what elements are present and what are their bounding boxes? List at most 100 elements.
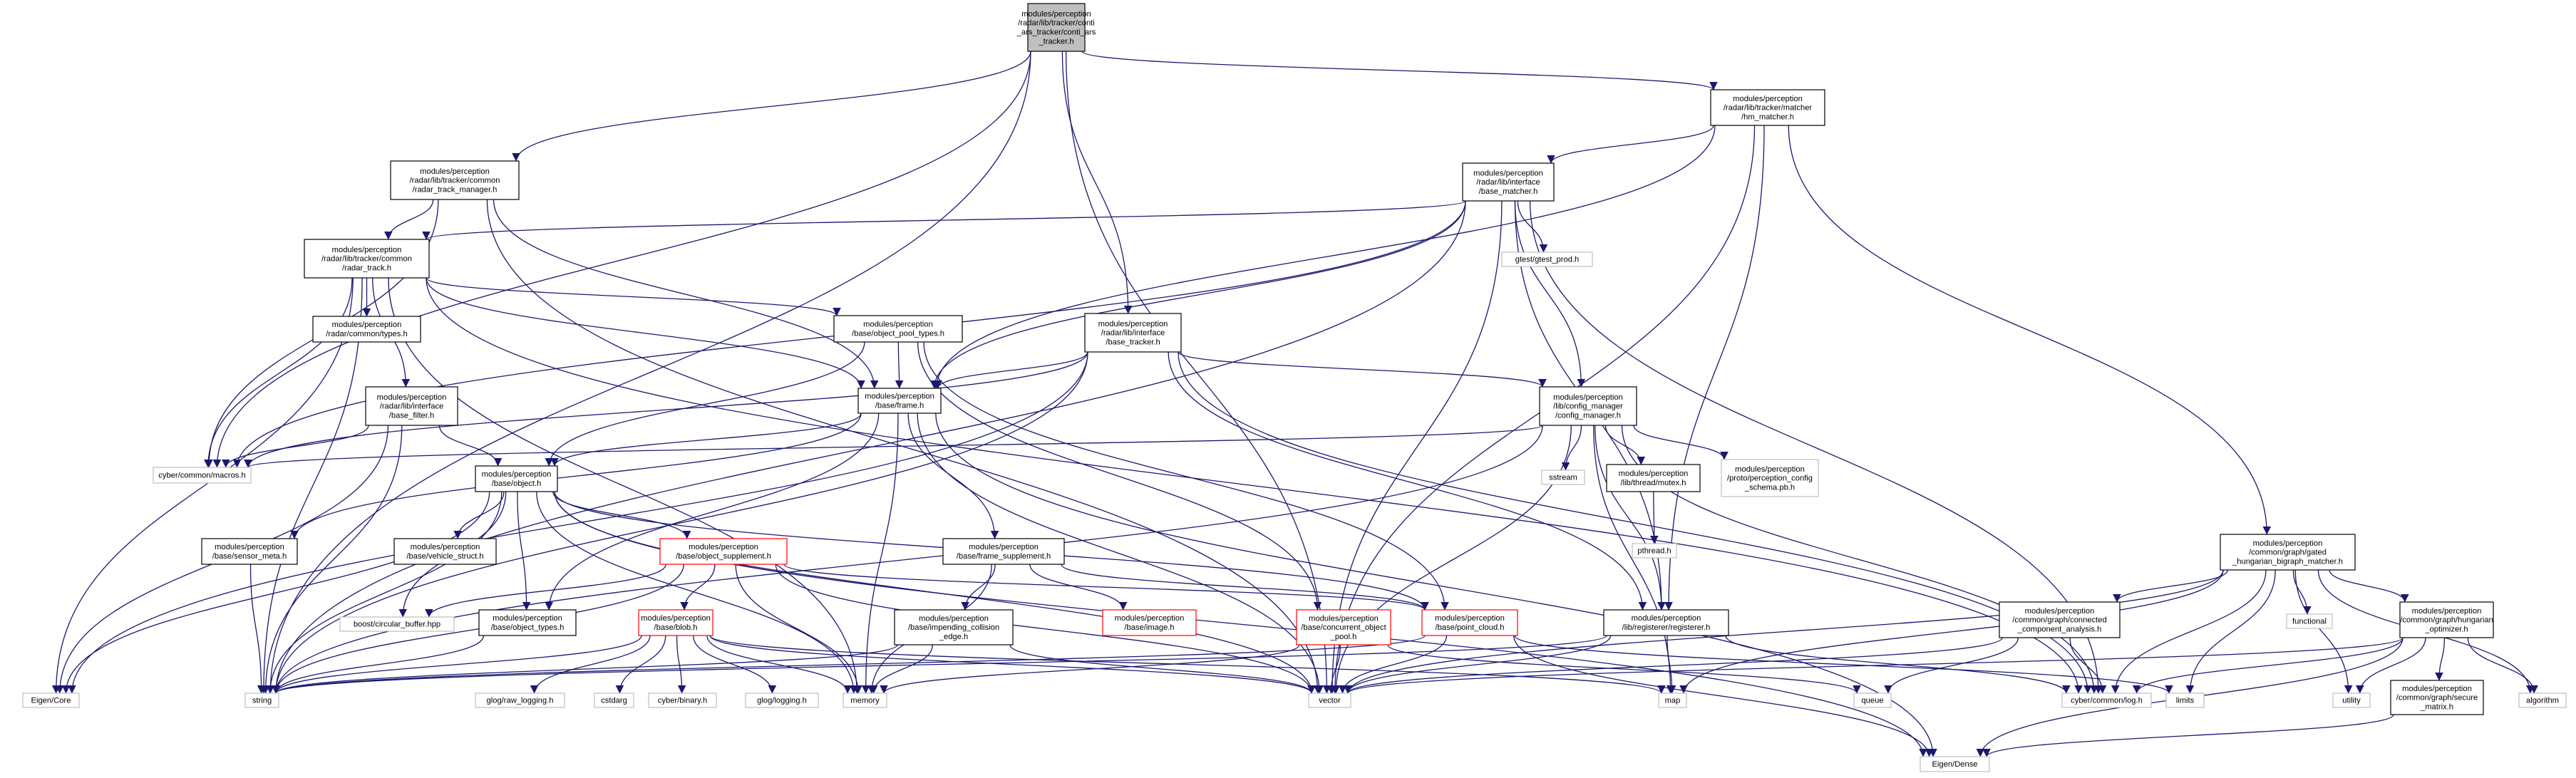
node-blob[interactable]: modules/perception/base/blob.h [638,609,713,636]
node-hungarian-optimizer[interactable]: modules/perception/common/graph/hungaria… [2399,601,2494,638]
include-edge-concurrent_pool-to-memory [880,644,1300,694]
node-label-line: modules/perception [411,543,480,551]
node-label-line: modules/perception [2402,685,2472,693]
include-edge-gated_hungarian-to-map [1679,569,2224,694]
include-edge-frame_supplement-to-point_cloud [1061,564,1429,611]
node-connected-component[interactable]: modules/perception/common/graph/connecte… [1999,601,2121,638]
node-concurrent-pool[interactable]: modules/perception/base/concurrent_objec… [1296,609,1391,645]
node-label-line: _pool.h [1330,633,1357,641]
include-edge-config_manager-to-map [1593,425,1675,694]
node-label-line: modules/perception [1309,614,1379,623]
node-box [1658,693,1687,708]
node-gated-hungarian[interactable]: modules/perception/common/graph/gated_hu… [2220,534,2356,571]
node-label-line: pthread.h [1637,547,1671,556]
node-label-line: modules/perception [1473,169,1543,177]
node-object-supplement[interactable]: modules/perception/base/object_supplemen… [659,538,788,565]
node-utility: utility [2332,693,2371,708]
node-box [1541,470,1585,485]
node-eigen-core: Eigen/Core [22,693,80,708]
node-box [638,609,713,636]
include-edge-object_supplement-to-memory [735,564,862,694]
node-frame-supplement[interactable]: modules/perception/base/frame_supplement… [942,538,1065,565]
include-edge-conti-to-radar_track_manager [512,51,1031,162]
include-edge-blob-to-string [272,635,642,694]
node-label-line: modules/perception [1435,614,1505,623]
include-edge-hungarian_optimizer-to-algorithm [2467,637,2538,694]
include-edge-frame-to-object [550,413,862,467]
include-edge-radar_track-to-eigen_core [51,277,354,694]
node-base-tracker[interactable]: modules/perception/radar/lib/interface/b… [1084,313,1182,353]
include-edge-gated_hungarian-to-vector [1344,569,2224,694]
node-radar-track-manager[interactable]: modules/perception/radar/lib/tracker/com… [390,160,520,200]
include-edge-connected_component-to-vector [1344,637,2003,694]
node-radar-track[interactable]: modules/perception/radar/lib/tracker/com… [304,239,430,279]
include-edge-config_manager-to-vector [1331,425,1572,694]
node-conti[interactable]: modules/perception/radar/lib/tracker/con… [1016,3,1096,52]
node-object[interactable]: modules/perception/base/object.h [475,465,558,492]
include-edge-impending_collision-to-string [272,644,898,694]
node-box [1501,251,1593,267]
node-config-manager[interactable]: modules/perception/lib/config_manager/co… [1539,386,1637,426]
node-impending-collision[interactable]: modules/perception/base/impending_collis… [894,609,1014,645]
include-edge-config_manager-to-string [272,425,1543,694]
node-point-cloud[interactable]: modules/perception/base/point_cloud.h [1421,609,1518,636]
node-box [1027,3,1086,52]
include-edge-concurrent_pool-to-queue [1387,644,1861,694]
node-limits: limits [2165,693,2205,708]
node-object-pool-types[interactable]: modules/perception/base/object_pool_type… [833,315,963,343]
node-sensor-meta[interactable]: modules/perception/base/sensor_meta.h [201,538,298,565]
node-label-line: _tracker.h [1038,37,1073,46]
node-registerer[interactable]: modules/perception/lib/registerer/regist… [1603,609,1729,636]
node-label-line: _edge.h [939,633,968,641]
node-label-line: /common/graph/gated [2249,549,2327,557]
node-label-line: Eigen/Dense [1932,760,1977,769]
node-label-line: /proto/perception_config [1727,474,1813,483]
node-box [2518,693,2567,708]
node-label-line: modules/perception [1735,465,1805,474]
include-edge-blob-to-cstdarg [615,635,666,694]
node-box [304,239,430,279]
node-secure-matrix[interactable]: modules/perception/common/graph/secure_m… [2390,680,2484,715]
include-edge-frame-to-eigen_dense [935,413,1937,757]
node-vehicle-struct[interactable]: modules/perception/base/vehicle_struct.h [393,538,497,565]
include-edge-connected_component-to-queue [1884,637,2019,694]
node-label-line: modules/perception [2253,539,2323,548]
node-label-line: sstream [1549,474,1577,482]
node-box [312,316,421,343]
node-radar-types[interactable]: modules/perception/radar/common/types.h [312,316,421,343]
node-label-line: /radar/lib/tracker/common [321,255,412,264]
include-edge-object-to-object_types [517,491,531,611]
node-box [2286,613,2333,629]
node-label-line: modules/perception [332,246,402,254]
node-box [1308,693,1351,708]
include-edge-base_filter-to-object [438,425,503,467]
include-edge-hungarian_optimizer-to-cyber_log [2132,637,2404,694]
node-label-line: /radar_track.h [342,264,391,272]
node-label-line: modules/perception [1733,95,1803,103]
node-label-line: memory [850,697,880,705]
node-hm-matcher[interactable]: modules/perception/radar/lib/tracker/mat… [1710,89,1825,126]
node-cstdarg: cstdarg [594,693,634,708]
node-object-types[interactable]: modules/perception/base/object_types.h [478,609,577,636]
node-thread-mutex[interactable]: modules/perception/lib/thread/mutex.h [1606,464,1701,492]
include-edge-object_supplement-to-blob [680,564,716,611]
node-label-line: /hm_matcher.h [1741,113,1794,121]
include-edge-point_cloud-to-vector [1338,635,1448,694]
node-label-line: /base/object_supplement.h [676,552,771,561]
node-label-line: /base/vehicle_struct.h [406,552,483,561]
node-label-line: _component_analysis.h [2017,625,2102,633]
node-label-line: cyber/common/log.h [2071,697,2143,705]
node-base-matcher[interactable]: modules/perception/radar/lib/interface/b… [1462,162,1555,202]
include-edge-radar_track-to-cyber_log [426,277,2083,694]
node-label-line: /base/object.h [492,479,542,488]
node-label-line: /radar/lib/interface [380,403,444,411]
node-box [1084,313,1182,353]
node-image[interactable]: modules/perception/base/image.h [1102,609,1197,636]
node-box [833,315,963,343]
node-base-filter[interactable]: modules/perception/radar/lib/interface/b… [365,386,458,426]
node-frame[interactable]: modules/perception/base/frame.h [857,388,942,414]
include-edge-concurrent_pool-to-vector [1326,644,1341,694]
node-label-line: /config_manager.h [1555,411,1621,420]
node-label-line: /lib/thread/mutex.h [1620,479,1686,487]
